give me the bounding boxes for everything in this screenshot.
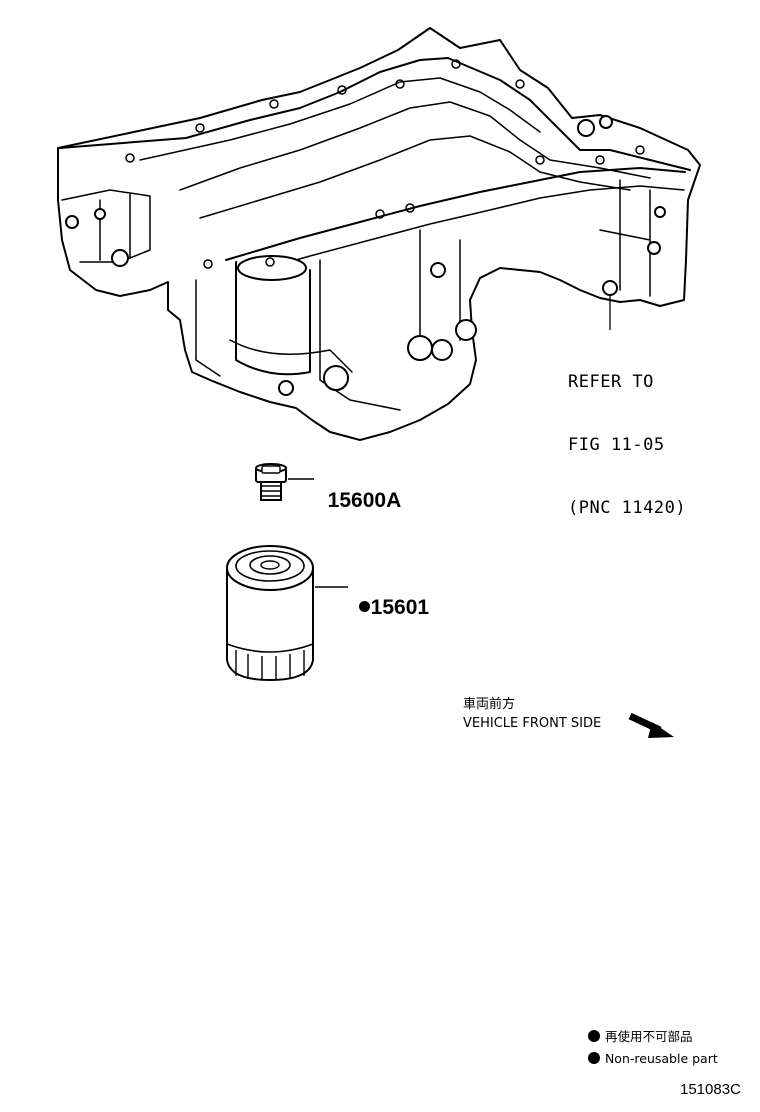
vehicle-front-arrow-icon [628,712,674,738]
oil-filter-drawing [226,545,314,682]
vehicle-front-label-jp: 車両前方 [463,697,516,712]
reference-line-2: FIG 11-05 [568,435,665,455]
vehicle-front-label-en: VEHICLE FRONT SIDE [463,716,602,731]
reference-callout: REFER TO FIG 11-05 (PNC 11420) [568,330,686,540]
reference-line-3: (PNC 11420) [568,498,687,518]
drain-plug-drawing [255,463,287,501]
non-reusable-marker-icon [587,1030,600,1042]
part-label-drain-plug: 15600A [316,469,402,512]
part-number: 15600A [327,489,402,512]
legend-item-jp: 再使用不可部品 [580,1018,692,1043]
figure-code: 151083C [680,1081,741,1098]
oil-pan-assembly [57,27,701,441]
legend-label-jp: 再使用不可部品 [604,1028,693,1044]
legend-label-en: Non-reusable part [604,1050,718,1066]
reference-line-1: REFER TO [568,372,654,392]
part-number: 15601 [370,596,430,619]
non-reusable-marker-icon [587,1052,600,1064]
part-label-oil-filter: 15601 [347,576,429,618]
legend-item-en: Non-reusable part [580,1040,718,1065]
non-reusable-marker-icon [358,601,370,613]
